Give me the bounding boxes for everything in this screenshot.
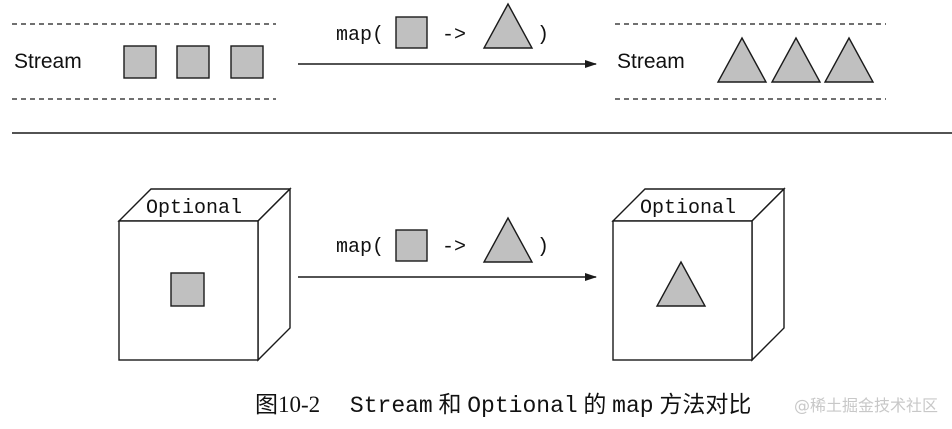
stream-map-triangle-icon xyxy=(482,2,534,49)
optional-map-arrow-text: -> xyxy=(442,236,466,259)
stream-after-group: Stream xyxy=(615,23,886,100)
stream-square-2 xyxy=(176,45,210,79)
figure-caption: 图10-2 Stream 和 Optional 的 map 方法对比 xyxy=(255,392,751,419)
optional-map-square-icon xyxy=(395,229,428,262)
caption-of: 的 xyxy=(583,392,606,417)
caption-figure-number: 图10-2 xyxy=(255,392,320,417)
caption-comparison: 方法对比 xyxy=(659,392,751,417)
stream-before-label: Stream xyxy=(14,50,82,73)
caption-stream: Stream xyxy=(350,393,433,419)
optional-after-box: Optional xyxy=(611,187,786,362)
stream-triangle-2 xyxy=(770,36,822,83)
optional-triangle xyxy=(655,260,707,307)
stream-square-1 xyxy=(123,45,157,79)
optional-square xyxy=(170,272,205,307)
watermark-text: @稀土掘金技术社区 xyxy=(794,396,938,415)
caption-map: map xyxy=(612,393,653,419)
stream-map-arrow-text: -> xyxy=(442,24,466,47)
optional-map-close-text: ) xyxy=(537,236,549,259)
optional-after-box-front-face xyxy=(612,220,753,361)
optional-after-box-label: Optional xyxy=(640,197,736,220)
caption-optional: Optional xyxy=(467,393,577,419)
optional-before-box-label: Optional xyxy=(146,197,242,220)
stream-before-group: Stream xyxy=(12,23,276,100)
stream-map-close-text: ) xyxy=(537,24,549,47)
stream-map-square-icon xyxy=(395,16,428,49)
stream-after-label: Stream xyxy=(617,50,685,73)
caption-and: 和 xyxy=(439,392,462,417)
stream-triangle-3 xyxy=(823,36,875,83)
optional-map-open-text: map( xyxy=(336,236,384,259)
optional-before-box: Optional xyxy=(117,187,292,362)
stream-triangle-1 xyxy=(716,36,768,83)
stream-square-3 xyxy=(230,45,264,79)
optional-map-triangle-icon xyxy=(482,216,534,263)
stream-map-operation: map( -> ) xyxy=(298,2,597,68)
optional-map-operation: map( -> ) xyxy=(298,216,597,281)
stream-map-open-text: map( xyxy=(336,24,384,47)
